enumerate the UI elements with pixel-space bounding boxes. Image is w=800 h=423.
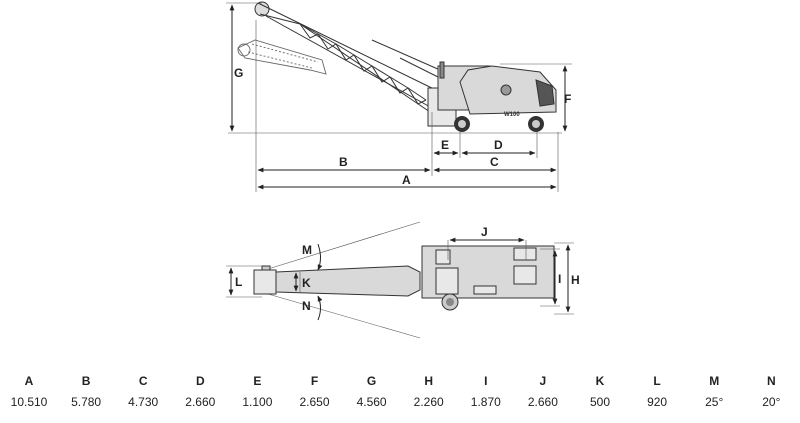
spec-header-a: A [25,374,34,388]
cab-window [535,79,555,107]
dim-j-label: J [481,225,488,239]
dim-b-label: B [339,155,348,169]
spec-header-e: E [253,374,261,388]
spec-value-b: 5.780 [71,395,101,409]
spec-value-e: 1.100 [242,395,272,409]
dim-k-label: K [302,276,311,290]
angle-n-arc [317,295,323,321]
side-view: W100 G F E D B C A [226,1,572,192]
milling-machine-side: W100 [427,61,557,132]
spec-value-i: 1.870 [471,395,501,409]
spec-value-k: 500 [590,395,610,409]
spec-value-n: 20° [762,395,780,409]
spec-header-n: N [767,374,776,388]
spec-header-g: G [367,374,376,388]
dim-c-label: C [490,155,499,169]
spec-header-c: C [139,374,148,388]
spec-header-k: K [596,374,605,388]
spec-header-h: H [424,374,433,388]
spec-value-d: 2.660 [185,395,215,409]
spec-table: A 10.510 B 5.780 C 4.730 D 2.660 E 1.100 F 2.650 G 4.… [11,374,781,409]
dim-h-label: H [571,273,580,287]
dim-a-label: A [402,173,411,187]
dim-d-label: D [494,138,503,152]
spec-header-i: I [484,374,487,388]
dim-f-label: F [564,92,571,106]
dim-g-label: G [234,66,243,80]
spec-value-g: 4.560 [357,395,387,409]
angle-m-label: M [302,243,312,257]
spec-header-j: J [540,374,547,388]
spec-header-f: F [311,374,318,388]
spec-value-j: 2.660 [528,395,558,409]
dim-l-label: L [235,275,242,289]
dim-i-label: I [558,272,561,286]
spec-value-c: 4.730 [128,395,158,409]
conveyor-raised [254,1,441,113]
spec-value-m: 25° [705,395,723,409]
machine-model-label: W100 [504,112,520,118]
spec-header-d: D [196,374,205,388]
spec-header-l: L [653,374,660,388]
exhaust-pipe [439,61,445,79]
top-view: M N J I [226,221,580,339]
conveyor-lowered-outline [237,39,327,75]
angle-m-arc [317,243,323,271]
spec-header-m: M [709,374,719,388]
brand-emblem [500,84,512,96]
angle-n-label: N [302,299,311,313]
conveyor-top [253,265,421,297]
spec-value-a: 10.510 [11,395,48,409]
spec-value-l: 920 [647,395,667,409]
spec-value-f: 2.650 [299,395,329,409]
swing-line-lower [267,293,421,339]
milling-machine-top [421,245,555,311]
dim-e-label: E [441,138,449,152]
swing-line-upper [267,221,421,270]
spec-value-h: 2.260 [414,395,444,409]
spec-header-b: B [82,374,91,388]
